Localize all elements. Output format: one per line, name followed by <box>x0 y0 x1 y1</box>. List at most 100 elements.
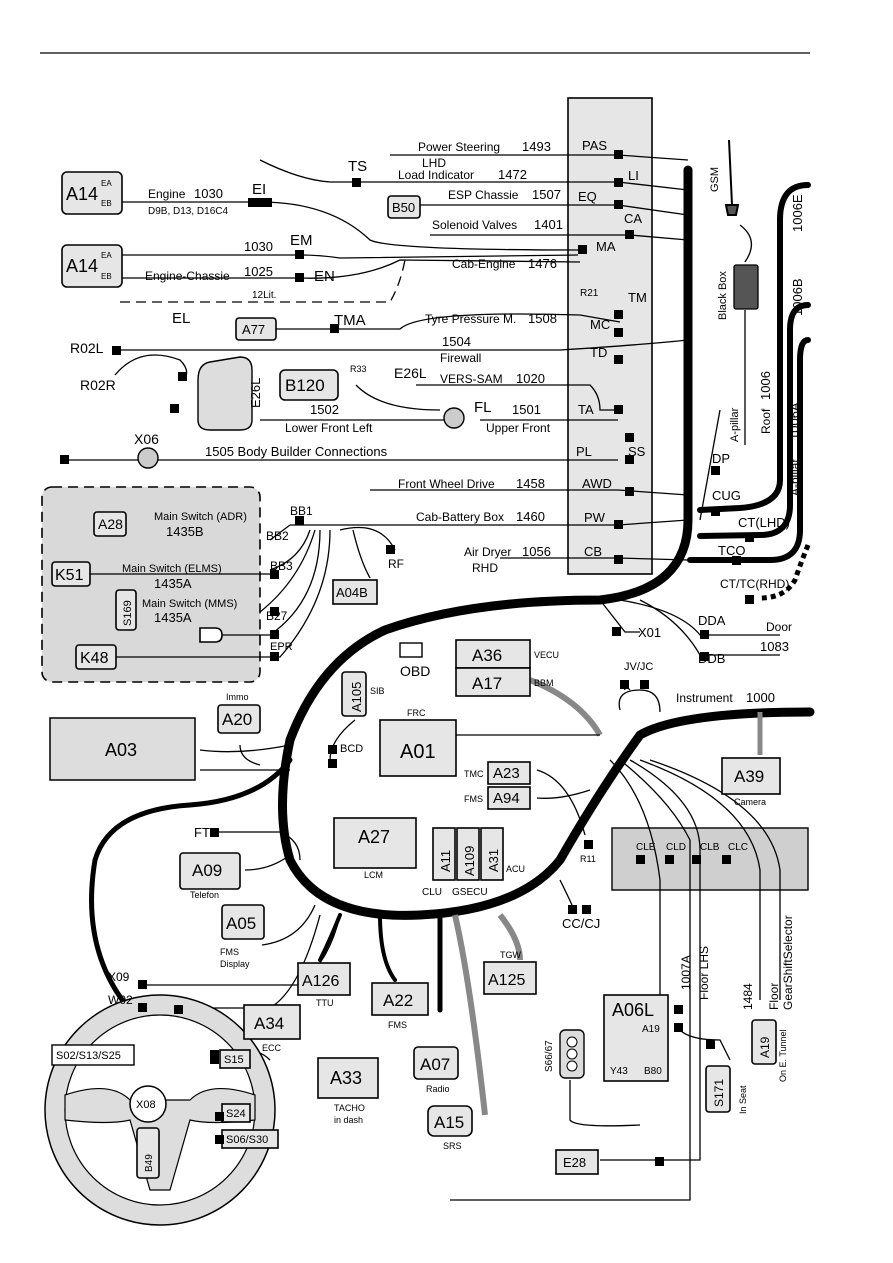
label-1006e: 1006E <box>790 194 805 232</box>
harness-ct-rhd <box>759 544 811 601</box>
label-solenoid-valves: Solenoid Valves <box>432 218 517 232</box>
label-e26l-a: E26L <box>248 378 263 408</box>
label-r33: R33 <box>350 364 367 374</box>
harness-wheel <box>89 757 293 1013</box>
label-en: EN <box>314 268 335 285</box>
label-clb: CLB <box>700 842 720 853</box>
label-upper-front: Upper Front <box>486 421 551 435</box>
label-instrument: Instrument <box>676 691 733 705</box>
label-x09: X09 <box>108 970 130 984</box>
label-1435a-2: 1435A <box>154 610 192 625</box>
label-firewall: Firewall <box>440 351 481 365</box>
label-ddb: DDB <box>698 651 725 666</box>
label-eb-1: EB <box>101 199 112 208</box>
label-x08: X08 <box>136 1099 156 1111</box>
label-1020: 1020 <box>516 371 545 386</box>
label-front-wheel-drive: Front Wheel Drive <box>398 477 495 491</box>
label-bbm: BBM <box>534 678 554 688</box>
label-tacho-1: TACHO <box>334 1103 365 1113</box>
label-cld: CLD <box>666 842 686 853</box>
label-x01: X01 <box>638 625 661 640</box>
k48-box <box>75 644 117 670</box>
label-ct-tc-rhd: CT/TC(RHD) <box>720 577 789 591</box>
conn-li: LI <box>628 168 639 183</box>
label-b49: B49 <box>144 1154 155 1172</box>
label-a07: A07 <box>420 1055 450 1074</box>
fl-lamp <box>443 407 465 429</box>
label-a105: A105 <box>349 682 364 712</box>
label-ei: EI <box>252 181 266 198</box>
label-r02r: R02R <box>80 377 116 393</box>
a126-box <box>297 962 351 996</box>
label-1025: 1025 <box>244 264 273 279</box>
a11-box <box>432 827 456 881</box>
label-1401: 1401 <box>534 217 563 232</box>
label-1056: 1056 <box>522 544 551 559</box>
label-epr: EPR <box>270 641 293 653</box>
e26l-bracket <box>197 356 253 431</box>
main-harness-loop <box>278 165 815 920</box>
label-a01: A01 <box>400 741 436 763</box>
k51-box <box>51 561 91 587</box>
label-on-e-tunnel: On E. Tunnel <box>778 1029 788 1082</box>
label-1083: 1083 <box>760 639 789 654</box>
label-1493: 1493 <box>522 139 551 154</box>
label-a77: A77 <box>242 322 265 337</box>
a28-box <box>93 511 127 537</box>
label-telefon: Telefon <box>190 890 219 900</box>
label-load-indicator: Load Indicator <box>398 168 474 182</box>
label-black-box: Black Box <box>717 271 729 320</box>
harness-gray-a125 <box>497 913 523 961</box>
label-1006b: 1006B <box>790 278 805 316</box>
b27-symbol <box>199 627 223 643</box>
label-main-switch-mms: Main Switch (MMS) <box>142 598 237 610</box>
label-sib: SIB <box>370 686 385 696</box>
label-1507: 1507 <box>532 187 561 202</box>
label-clc: CLC <box>728 842 748 853</box>
label-rhd: RHD <box>472 561 498 575</box>
label-w02: W02 <box>108 993 133 1007</box>
conn-cb: CB <box>584 544 602 559</box>
label-tyre-pressure: Tyre Pressure M. <box>425 312 516 326</box>
a105-box <box>341 671 367 717</box>
conn-ss: SS <box>628 444 646 459</box>
a15-box <box>427 1105 473 1137</box>
label-a-pillar-1: A-pillar <box>729 407 741 442</box>
label-a14-1: A14 <box>66 184 98 204</box>
label-rf: RF <box>388 557 404 571</box>
label-bb3: BB3 <box>270 559 293 573</box>
gsm-antenna <box>724 139 740 216</box>
conn-mc: MC <box>590 317 610 332</box>
label-1501: 1501 <box>512 402 541 417</box>
label-tacho-2: in dash <box>334 1115 363 1125</box>
label-engine: Engine <box>148 187 186 201</box>
conn-ta: TA <box>578 402 594 417</box>
label-acu: ACU <box>506 864 525 874</box>
label-a36: A36 <box>472 646 502 665</box>
label-a34: A34 <box>254 1014 284 1033</box>
a27-box <box>333 817 417 869</box>
label-lcm: LCM <box>364 870 383 880</box>
label-em: EM <box>290 232 313 249</box>
label-lower-front-left: Lower Front Left <box>285 421 373 435</box>
label-a19: A19 <box>758 1036 772 1058</box>
label-fms-a22: FMS <box>388 1020 407 1030</box>
s15-box <box>219 1049 251 1069</box>
label-immo: Immo <box>226 692 249 702</box>
label-ecc: ECC <box>262 1043 282 1053</box>
label-fms-a94: FMS <box>464 794 483 804</box>
label-1505: 1505 Body Builder Connections <box>205 444 388 459</box>
label-a-pillar-2: A-pillar <box>788 459 802 496</box>
label-cug: CUG <box>712 488 741 503</box>
harness-gray-vecu <box>528 677 603 737</box>
a23-box <box>487 761 531 785</box>
label-cle: CLE <box>636 842 656 853</box>
label-s24: S24 <box>226 1108 246 1120</box>
label-in-seat: In Seat <box>738 1085 748 1114</box>
label-tco: TCO <box>718 543 745 558</box>
label-1504: 1504 <box>442 334 471 349</box>
conn-pw: PW <box>584 510 606 525</box>
label-1508: 1508 <box>528 311 557 326</box>
a06l-box <box>603 994 669 1082</box>
